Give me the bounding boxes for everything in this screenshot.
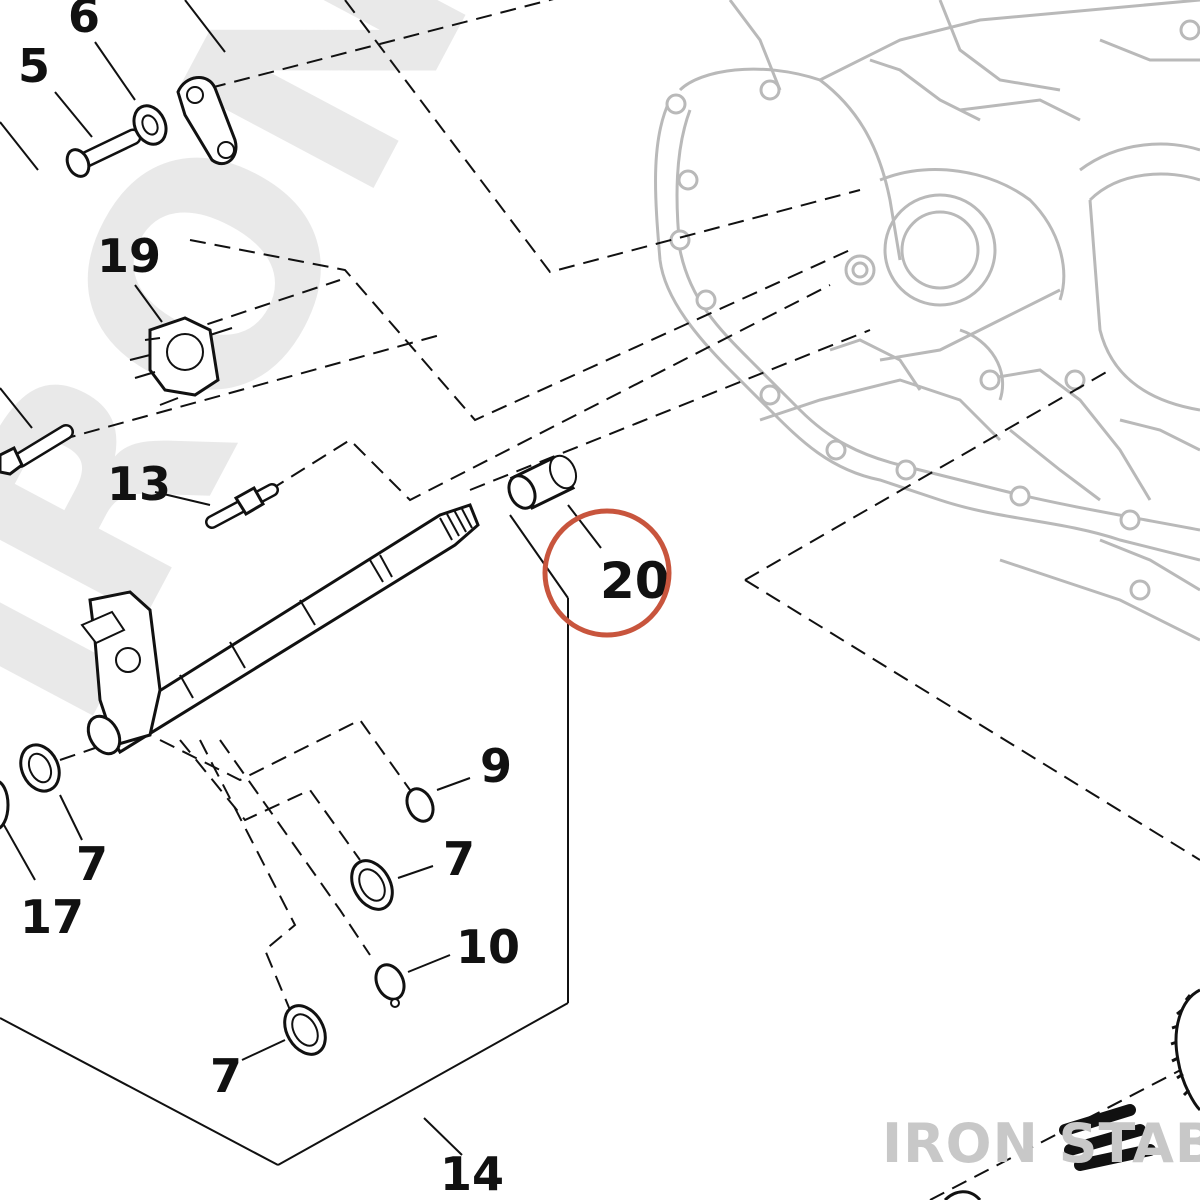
callout-6: 6	[68, 0, 100, 43]
callout-10: 10	[456, 920, 520, 974]
part-9-ring	[405, 787, 435, 823]
part-20-bushing	[507, 454, 578, 510]
bolt-cluster	[1059, 1104, 1156, 1171]
part-17-gear-edge	[0, 780, 10, 830]
part-10-circlip	[374, 963, 406, 1008]
part-14-shift-shaft-assembly	[80, 503, 480, 756]
callout-9: 9	[480, 739, 512, 793]
engine-crankcase	[654, 0, 1200, 642]
callout-5: 5	[18, 39, 50, 93]
callout-labels: 5 6 19 13 20 9 7 10 7 17 7 14	[18, 0, 670, 1200]
shaft-spline	[439, 506, 473, 541]
gear-fragment-bottom	[943, 1190, 982, 1200]
leader-lines	[0, 0, 602, 1166]
brand-watermark: IRON STABLE	[882, 1112, 1200, 1175]
clutch-gear-edge	[1170, 988, 1200, 1112]
callout-13: 13	[107, 457, 171, 511]
part-7-washer-left	[19, 743, 61, 793]
case-bolt-holes	[665, 19, 1200, 601]
part-7-washer-middle	[350, 859, 394, 911]
part-20-highlight-circle	[542, 508, 672, 638]
callout-7-bottom: 7	[210, 1049, 242, 1103]
callout-20: 20	[600, 552, 670, 610]
part-19-shift-drum	[129, 316, 233, 406]
callout-14: 14	[440, 1147, 504, 1200]
callout-7-left: 7	[76, 837, 108, 891]
callout-17: 17	[20, 890, 84, 944]
callout-7-right: 7	[443, 832, 475, 886]
part-6-washer	[132, 104, 168, 146]
part-5-screw	[65, 128, 142, 178]
flange-bolt	[0, 424, 74, 476]
assembly-guide-lines	[59, 0, 1200, 1200]
callout-19: 19	[97, 229, 161, 283]
part-13-stud	[205, 483, 279, 529]
shift-linkage	[176, 76, 238, 166]
part-7-washer-lower	[283, 1004, 327, 1056]
